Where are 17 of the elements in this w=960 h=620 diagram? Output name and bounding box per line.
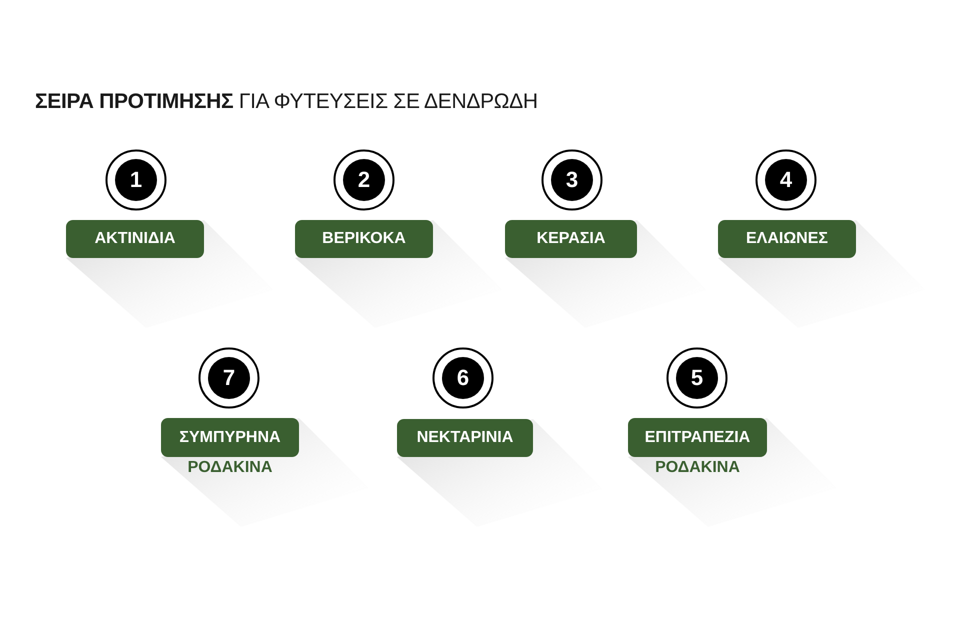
rank-number: 7 bbox=[198, 347, 260, 409]
crop-label: ΒΕΡΙΚΟΚΑ bbox=[295, 220, 433, 258]
crop-label: ΑΚΤΙΝΙΔΙΑ bbox=[66, 220, 204, 258]
crop-subtitle: ΡΟΔΑΚΙΝΑ bbox=[654, 459, 741, 477]
rank-number: 6 bbox=[432, 347, 494, 409]
crop-label: ΕΛΑΙΩΝΕΣ bbox=[718, 220, 856, 258]
crop-label: ΚΕΡΑΣΙΑ bbox=[505, 220, 637, 258]
rank-number: 3 bbox=[541, 149, 603, 211]
rank-number: 1 bbox=[105, 149, 167, 211]
crop-label: ΕΠΙΤΡΑΠΕΖΙΑ bbox=[628, 418, 767, 457]
crop-label: ΣΥΜΠΥΡΗΝΑ bbox=[161, 418, 299, 457]
rank-number: 4 bbox=[755, 149, 817, 211]
title-text: ΣΕΙΡΑ ΠΡΟΤΙΜΗΣΗΣ ΓΙΑ ΦΥΤΕΥΣΕΙΣ ΣΕ ΔΕΝΔΡΩΔΗ bbox=[35, 90, 538, 114]
rank-number: 5 bbox=[666, 347, 728, 409]
rank-number: 2 bbox=[333, 149, 395, 211]
crop-label: ΝΕΚΤΑΡΙΝΙΑ bbox=[397, 419, 533, 457]
crop-subtitle: ΡΟΔΑΚΙΝΑ bbox=[186, 459, 274, 477]
